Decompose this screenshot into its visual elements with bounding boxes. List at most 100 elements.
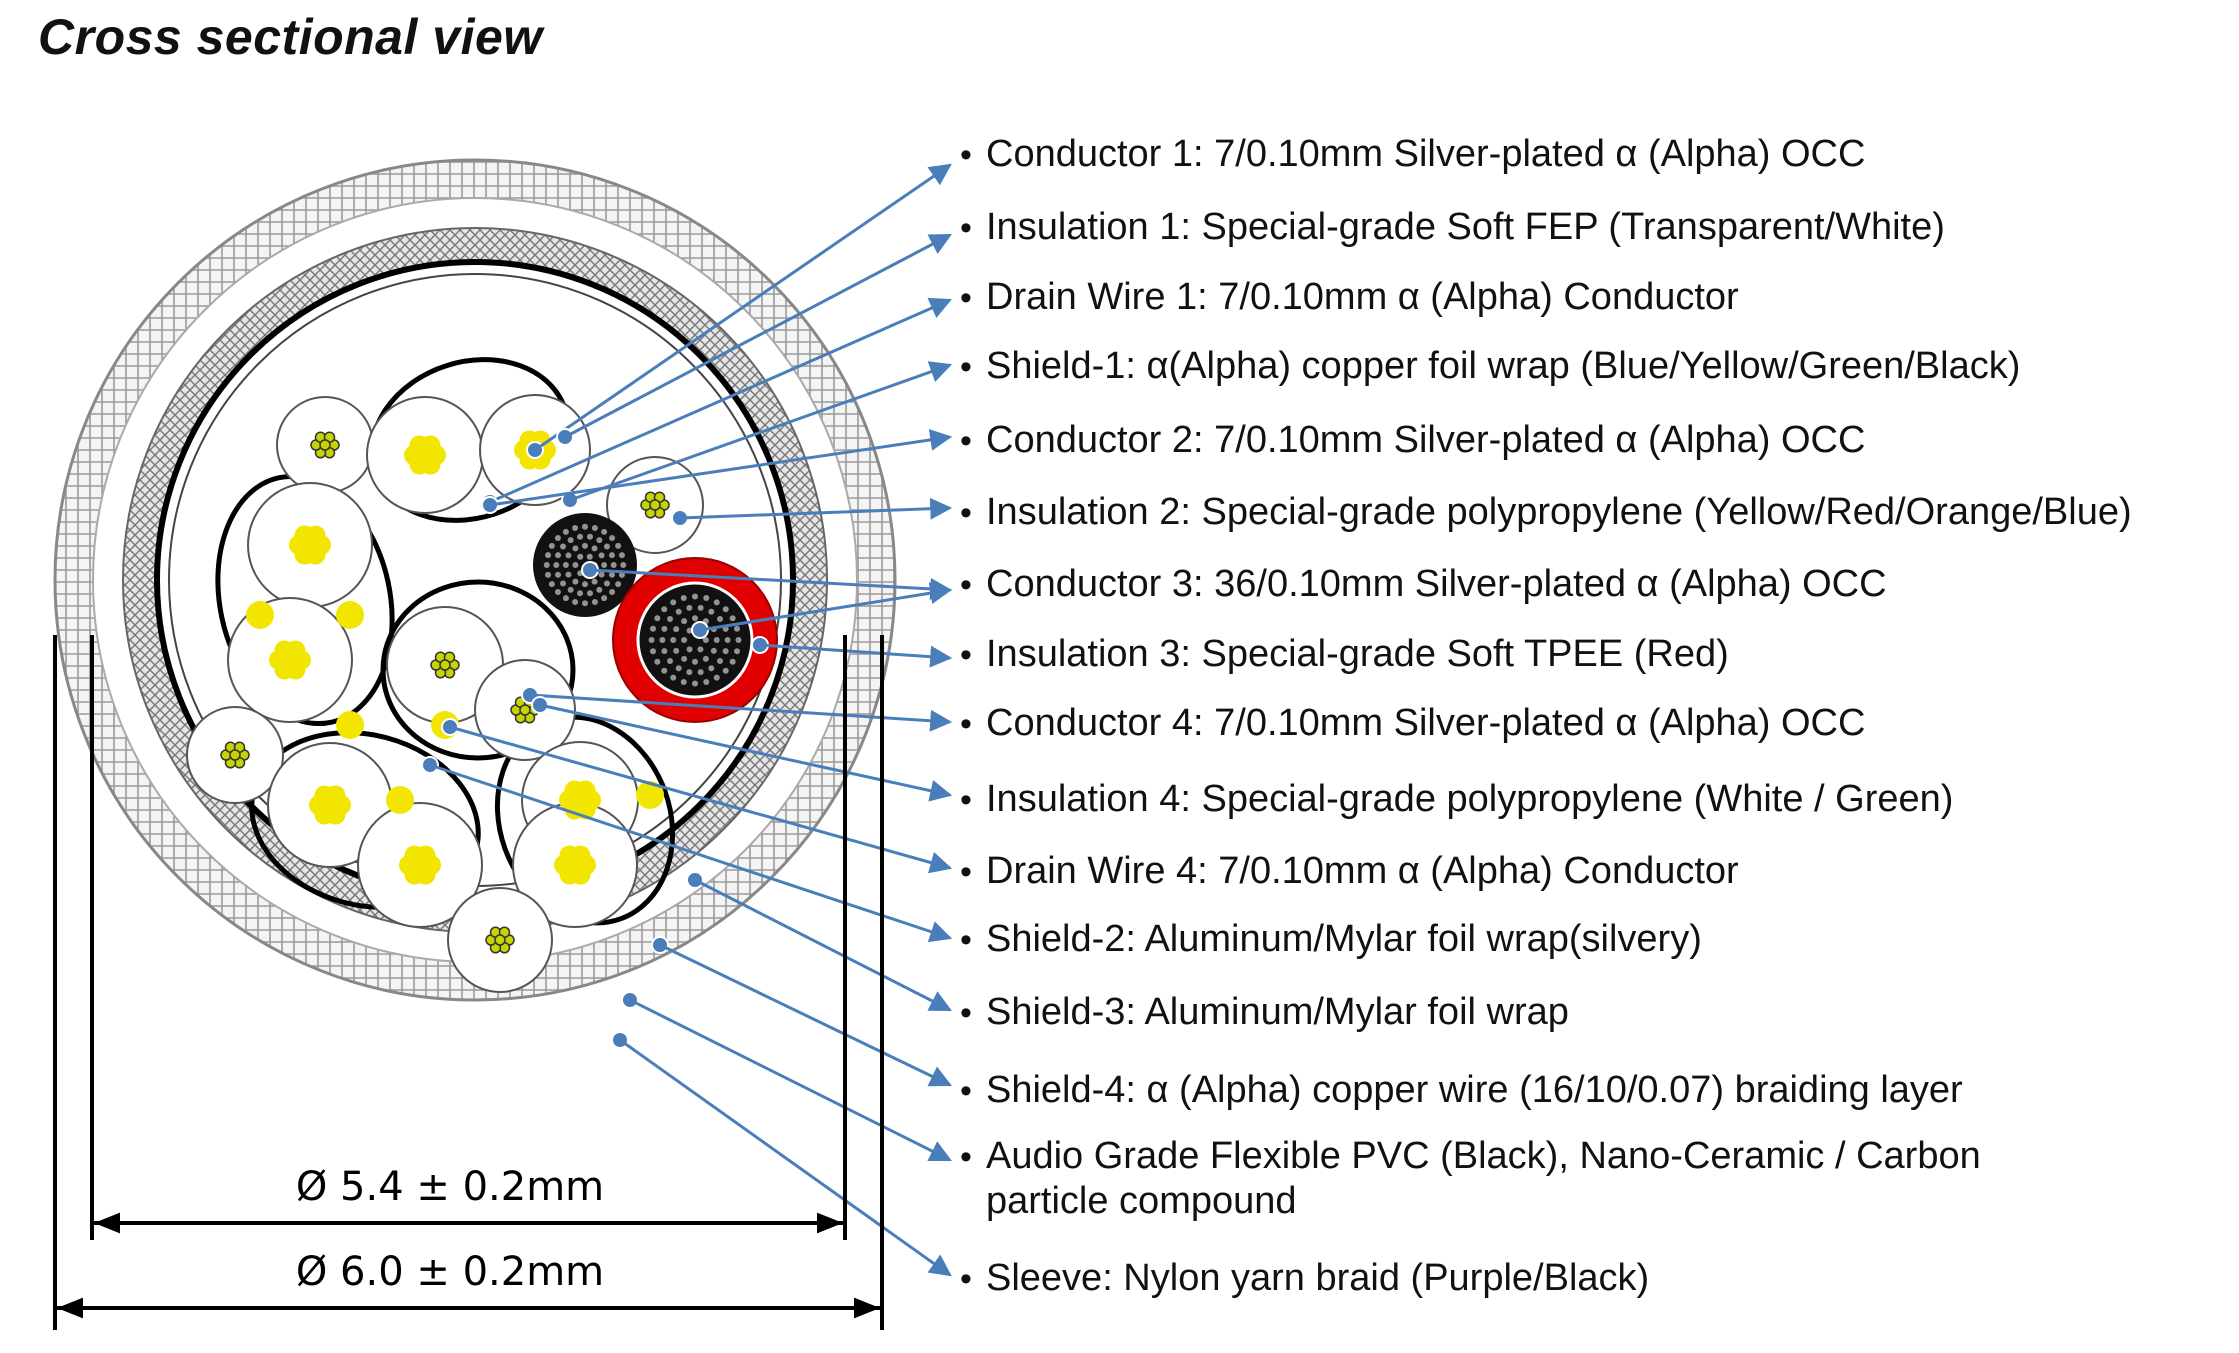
silver-strand xyxy=(319,439,331,451)
strand-highlight xyxy=(648,637,655,643)
bullet: • xyxy=(960,994,972,1032)
bullet: • xyxy=(960,1072,972,1110)
callout-drain-wire-1: •Drain Wire 1: 7/0.10mm α (Alpha) Conduc… xyxy=(960,275,1739,320)
callout-text: Insulation 1: Special-grade Soft FEP (Tr… xyxy=(986,206,1945,248)
bullet: • xyxy=(960,279,972,317)
strand-highlight xyxy=(601,528,608,535)
cable-cross-section xyxy=(53,158,897,1002)
drain-wire-strand xyxy=(336,601,364,629)
strand-highlight xyxy=(555,571,562,578)
strand-highlight xyxy=(702,637,709,643)
drain-wire-strand xyxy=(636,781,664,809)
strand-highlight xyxy=(591,525,598,532)
callout-text: Conductor 3: 36/0.10mm Silver-plated α (… xyxy=(986,563,1887,605)
strand-highlight xyxy=(562,562,569,568)
strand-highlight xyxy=(692,593,698,600)
silver-strand xyxy=(649,499,661,511)
strand-highlight xyxy=(562,528,569,535)
callout-insulation-1: •Insulation 1: Special-grade Soft FEP (T… xyxy=(960,205,1945,250)
strand-highlight xyxy=(603,580,610,587)
leader-arrow xyxy=(679,497,953,520)
drain-wire-strand xyxy=(386,786,414,814)
strand-highlight xyxy=(716,616,723,623)
silver-strand xyxy=(439,659,451,671)
strand-highlight xyxy=(582,523,588,530)
strand-highlight xyxy=(713,637,720,643)
strand-highlight xyxy=(572,545,579,552)
leader-arrow xyxy=(759,643,953,668)
strand-highlight xyxy=(545,571,552,578)
strand-highlight xyxy=(681,618,688,625)
strand-highlight xyxy=(713,674,720,681)
bullet: • xyxy=(960,566,972,604)
strand-highlight xyxy=(555,552,562,559)
strand-highlight xyxy=(670,599,677,606)
strand-highlight xyxy=(680,595,687,602)
yellow-strand xyxy=(320,795,340,815)
leader-arrow xyxy=(489,429,953,507)
leader-arrow xyxy=(694,878,952,1012)
strand-highlight xyxy=(673,647,680,654)
strand-highlight xyxy=(543,562,550,568)
leader-arrow xyxy=(699,582,953,632)
strand-highlight xyxy=(596,586,603,593)
strand-highlight xyxy=(673,626,680,633)
strand-highlight xyxy=(618,571,625,578)
strand-highlight xyxy=(654,615,661,622)
strand-highlight xyxy=(713,599,720,606)
callout-insulation-4: •Insulation 4: Special-grade polypropyle… xyxy=(960,777,1953,822)
leader-arrow xyxy=(629,998,952,1162)
yellow-strand xyxy=(570,790,590,810)
callout-conductor-2: •Conductor 2: 7/0.10mm Silver-plated α (… xyxy=(960,418,1865,463)
strand-highlight xyxy=(553,562,560,568)
callout-conductor-4: •Conductor 4: 7/0.10mm Silver-plated α (… xyxy=(960,701,1865,746)
strand-highlight xyxy=(609,534,616,541)
strand-highlight xyxy=(722,648,729,655)
bullet: • xyxy=(960,348,972,386)
strand-highlight xyxy=(686,669,693,676)
strand-highlight xyxy=(577,533,584,540)
strand-highlight xyxy=(708,608,715,615)
callout-text: Shield-2: Aluminum/Mylar foil wrap(silve… xyxy=(986,918,1702,960)
strand-highlight xyxy=(601,562,608,568)
strand-highlight xyxy=(686,646,693,653)
strand-highlight xyxy=(609,589,616,596)
strand-highlight xyxy=(667,657,674,664)
strand-highlight xyxy=(582,581,588,588)
strand-highlight xyxy=(735,637,742,643)
strand-highlight xyxy=(733,648,740,655)
callout-text: Shield-3: Aluminum/Mylar foil wrap xyxy=(986,991,1569,1033)
strand-highlight xyxy=(729,658,736,665)
strand-highlight xyxy=(659,637,666,643)
strand-highlight xyxy=(620,562,627,568)
strand-highlight xyxy=(733,625,740,632)
strand-highlight xyxy=(702,655,709,662)
strand-highlight xyxy=(598,552,605,559)
strand-highlight xyxy=(661,648,668,655)
strand-highlight xyxy=(608,552,615,559)
strand-highlight xyxy=(565,552,572,559)
inner-diameter-label: Ø 5.4 ± 0.2mm xyxy=(296,1164,604,1210)
yellow-strand xyxy=(300,535,320,555)
callout-text: Insulation 4: Special-grade polypropylen… xyxy=(986,778,1954,820)
callout-conductor-3: • Conductor 3: 36/0.10mm Silver-plated α … xyxy=(960,562,1887,607)
strand-highlight xyxy=(692,615,698,622)
strand-highlight xyxy=(615,581,622,588)
leader-arrow xyxy=(659,943,952,1087)
strand-highlight xyxy=(567,586,574,593)
callout-text: Shield-1: α(Alpha) copper foil wrap (Blu… xyxy=(986,345,2021,387)
strand-highlight xyxy=(548,581,555,588)
strand-highlight xyxy=(565,571,572,578)
callout-drain-wire-4: •Drain Wire 4: 7/0.10mm α (Alpha) Conduc… xyxy=(960,849,1739,894)
leader-arrow xyxy=(534,163,952,452)
callout-label-list: •Conductor 1: 7/0.10mm Silver-plated α (… xyxy=(960,0,2230,1353)
strand-highlight xyxy=(586,533,593,540)
strand-highlight xyxy=(697,604,704,611)
strand-highlight xyxy=(670,674,677,681)
strand-highlight xyxy=(618,552,625,559)
leader-arrow xyxy=(429,763,953,943)
callout-text: Audio Grade Flexible PVC (Black), Nano-C… xyxy=(986,1135,1981,1177)
dimension-lines: Ø 5.4 ± 0.2mm Ø 6.0 ± 0.2mm xyxy=(53,635,884,1330)
strand-highlight xyxy=(567,537,574,544)
conductor-3-inner-bundle xyxy=(636,581,754,699)
